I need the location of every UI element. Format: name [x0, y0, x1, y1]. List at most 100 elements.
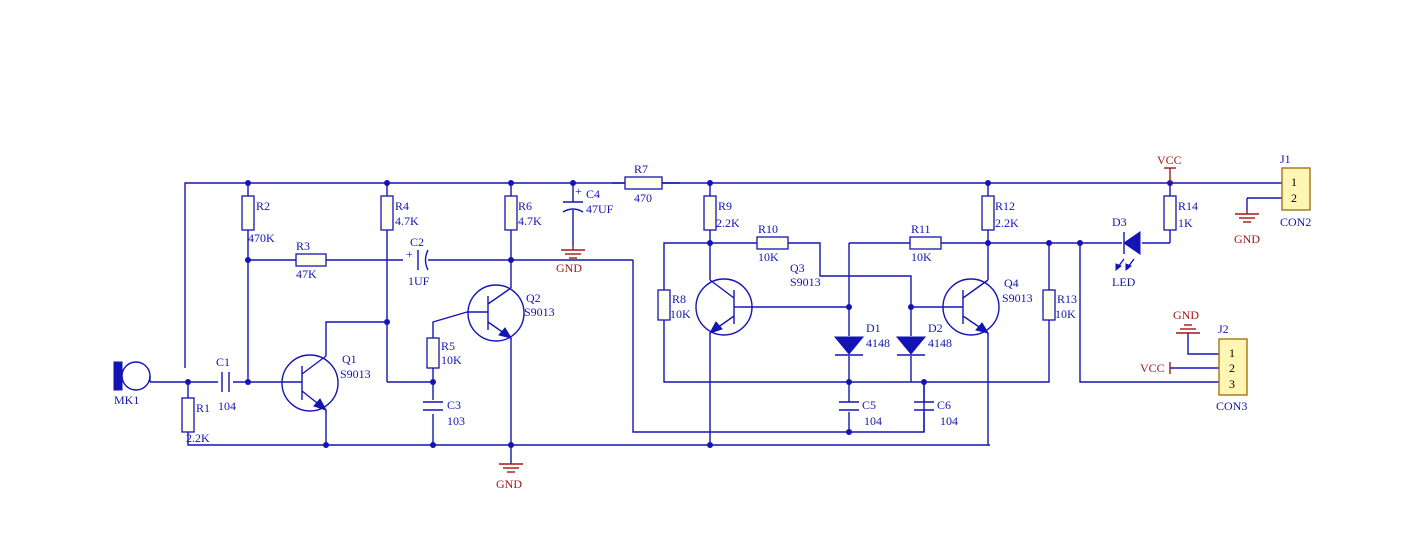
c4-value: 47UF	[586, 202, 614, 216]
q4-ref: Q4	[1004, 276, 1019, 290]
connector-j2: 1 2 3 J2 CON3	[1216, 322, 1248, 413]
q2-value: S9013	[524, 305, 555, 319]
ground-j1-label: GND	[1234, 232, 1260, 246]
d3-value: LED	[1112, 275, 1136, 289]
svg-text:+: +	[406, 247, 413, 261]
j1-pin-1: 1	[1291, 175, 1297, 189]
resistor-r6: R6 4.7K	[504, 195, 542, 231]
r2-value: 470K	[248, 231, 275, 245]
r10-value: 10K	[758, 250, 779, 264]
transistor-q1: Q1 S9013	[279, 352, 371, 412]
q4-value: S9013	[1002, 291, 1033, 305]
d1-ref: D1	[866, 321, 881, 335]
d1-value: 4148	[866, 336, 890, 350]
resistor-r9: R9 2.2K	[703, 195, 740, 231]
r4-value: 4.7K	[395, 214, 419, 228]
c1-ref: C1	[216, 355, 230, 369]
ground-c4-label: GND	[556, 261, 582, 275]
ground-main: GND	[496, 463, 523, 491]
r12-value: 2.2K	[995, 216, 1019, 230]
capacitor-c1: C1 104	[216, 355, 236, 413]
capacitor-c2: C2 1UF +	[406, 235, 430, 288]
c6-value: 104	[940, 414, 958, 428]
r6-ref: R6	[518, 199, 532, 213]
q3-value: S9013	[790, 275, 821, 289]
j2-pin-2: 2	[1229, 361, 1235, 375]
capacitor-c3: C3 103	[423, 398, 465, 428]
j2-pin-1: 1	[1229, 346, 1235, 360]
c6-ref: C6	[937, 398, 951, 412]
resistor-r13: R13 10K	[1042, 289, 1077, 321]
resistor-r7: R7 470	[624, 162, 663, 205]
capacitor-c5: C5 104	[839, 398, 882, 428]
junction-dots	[185, 180, 1173, 448]
c4-ref: C4	[586, 187, 600, 201]
q1-value: S9013	[340, 367, 371, 381]
r5-ref: R5	[441, 339, 455, 353]
vcc-r14-label: VCC	[1157, 153, 1182, 167]
r7-ref: R7	[634, 162, 648, 176]
diode-d2: D2 4148	[895, 321, 952, 356]
d3-ref: D3	[1112, 215, 1127, 229]
ground-j2-label: GND	[1173, 308, 1199, 322]
vcc-r14: VCC	[1157, 153, 1182, 183]
r13-ref: R13	[1057, 292, 1077, 306]
resistor-r5: R5 10K	[426, 337, 462, 369]
r12-ref: R12	[995, 199, 1015, 213]
r4-ref: R4	[395, 199, 409, 213]
c2-ref: C2	[410, 235, 424, 249]
r1-ref: R1	[196, 401, 210, 415]
r9-ref: R9	[718, 199, 732, 213]
c2-value: 1UF	[408, 274, 430, 288]
resistor-r12: R12 2.2K	[981, 195, 1019, 231]
vcc-j2-label: VCC	[1140, 361, 1165, 375]
resistor-r11: R11 10K	[909, 222, 942, 264]
r13-value: 10K	[1055, 307, 1076, 321]
resistor-r3: R3 47K	[295, 239, 327, 281]
r7-value: 470	[634, 191, 652, 205]
resistor-r2: R2 470K	[241, 195, 275, 245]
svg-text:+: +	[575, 184, 582, 198]
j2-value: CON3	[1216, 399, 1247, 413]
ground-j2: GND	[1173, 308, 1200, 334]
r11-ref: R11	[911, 222, 931, 236]
r14-value: 1K	[1178, 216, 1193, 230]
wires	[150, 182, 1282, 464]
r1-value: 2.2K	[186, 431, 210, 445]
r9-value: 2.2K	[716, 216, 740, 230]
j1-value: CON2	[1280, 215, 1311, 229]
r10-ref: R10	[758, 222, 778, 236]
c5-value: 104	[864, 414, 882, 428]
transistor-q3: Q3 S9013	[695, 261, 821, 336]
resistor-r10: R10 10K	[756, 222, 789, 264]
r3-ref: R3	[296, 239, 310, 253]
c3-ref: C3	[447, 398, 461, 412]
resistor-r1: R1 2.2K	[181, 397, 210, 445]
r3-value: 47K	[296, 267, 317, 281]
capacitor-c6: C6 104	[914, 398, 958, 428]
ground-c4: GND	[556, 246, 585, 275]
ground-main-label: GND	[496, 477, 522, 491]
microphone-mk1: MK1	[113, 361, 151, 407]
r2-ref: R2	[256, 199, 270, 213]
d2-ref: D2	[928, 321, 943, 335]
j1-pin-2: 2	[1291, 191, 1297, 205]
j2-pin-3: 3	[1229, 377, 1235, 391]
resistor-r14: R14 1K	[1163, 195, 1198, 231]
led-d3: D3 LED	[1112, 215, 1141, 289]
r8-value: 10K	[670, 307, 691, 321]
j2-ref: J2	[1218, 322, 1229, 336]
r14-ref: R14	[1178, 199, 1198, 213]
c1-value: 104	[218, 399, 236, 413]
transistor-q2: Q2 S9013	[467, 284, 555, 342]
r8-ref: R8	[672, 292, 686, 306]
d2-value: 4148	[928, 336, 952, 350]
resistor-r8: R8 10K	[657, 289, 691, 321]
mk1-ref: MK1	[114, 393, 139, 407]
capacitor-c4: C4 47UF +	[562, 184, 614, 216]
connector-j1: 1 2 J1 CON2	[1280, 152, 1311, 229]
q2-ref: Q2	[526, 291, 541, 305]
c3-value: 103	[447, 414, 465, 428]
diode-d1: D1 4148	[833, 321, 890, 356]
